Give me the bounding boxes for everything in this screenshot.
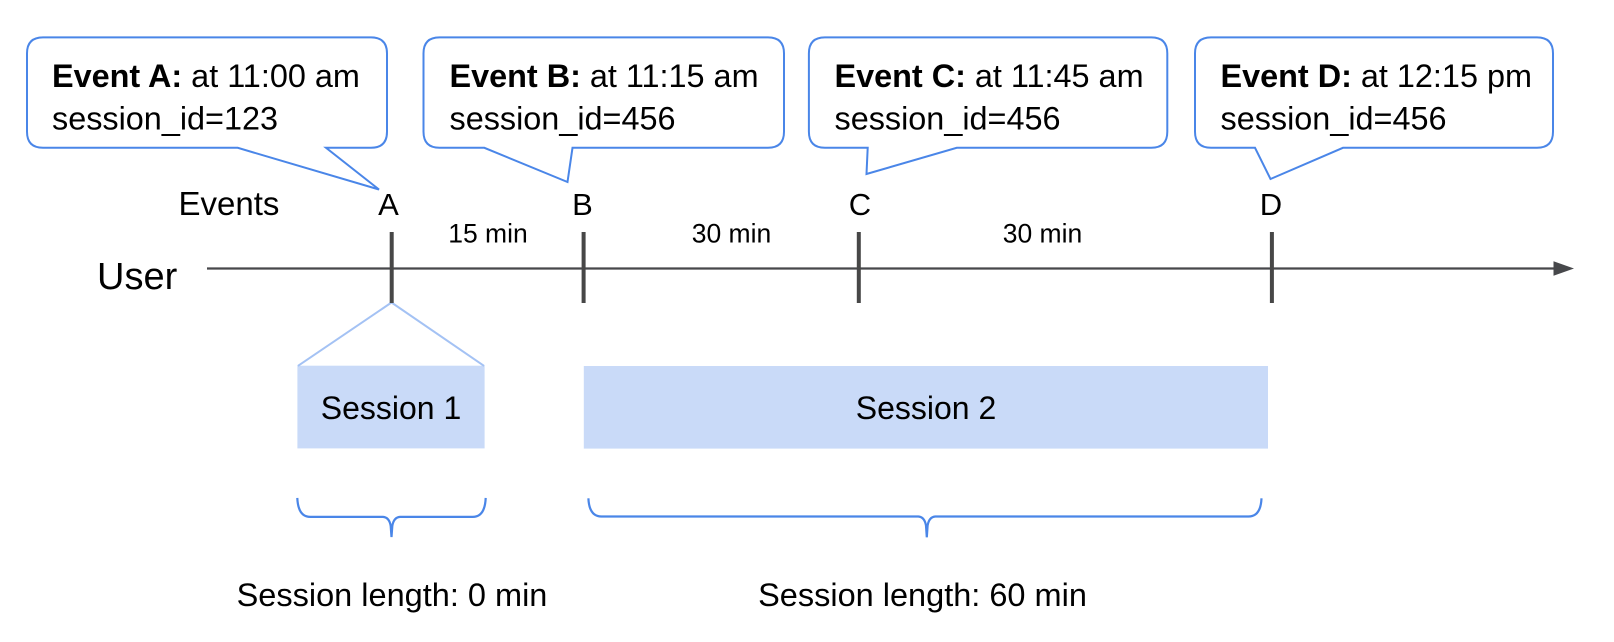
svg-text:Event C: at 11:45 am: Event C: at 11:45 am (835, 58, 1144, 94)
svg-text:session_id=123: session_id=123 (52, 101, 278, 137)
svg-text:D: D (1260, 187, 1282, 222)
svg-text:Event B: at 11:15 am: Event B: at 11:15 am (450, 58, 759, 94)
svg-text:A: A (378, 187, 399, 222)
svg-text:Session 2: Session 2 (856, 390, 997, 426)
svg-text:session_id=456: session_id=456 (1221, 101, 1447, 137)
svg-text:Session 1: Session 1 (321, 390, 462, 426)
svg-text:Event A: at 11:00 am: Event A: at 11:00 am (52, 58, 360, 94)
svg-text:30 min: 30 min (1003, 219, 1083, 249)
svg-text:Session length: 0 min: Session length: 0 min (237, 577, 548, 613)
svg-text:Events: Events (179, 185, 280, 222)
svg-text:Session length: 60 min: Session length: 60 min (758, 577, 1087, 613)
svg-text:Event D: at 12:15 pm: Event D: at 12:15 pm (1221, 58, 1532, 94)
svg-text:session_id=456: session_id=456 (450, 101, 676, 137)
svg-text:B: B (572, 187, 593, 222)
svg-text:User: User (97, 256, 178, 298)
svg-text:session_id=456: session_id=456 (835, 101, 1061, 137)
svg-text:30 min: 30 min (692, 219, 772, 249)
svg-text:C: C (849, 187, 871, 222)
svg-text:15 min: 15 min (448, 219, 528, 249)
